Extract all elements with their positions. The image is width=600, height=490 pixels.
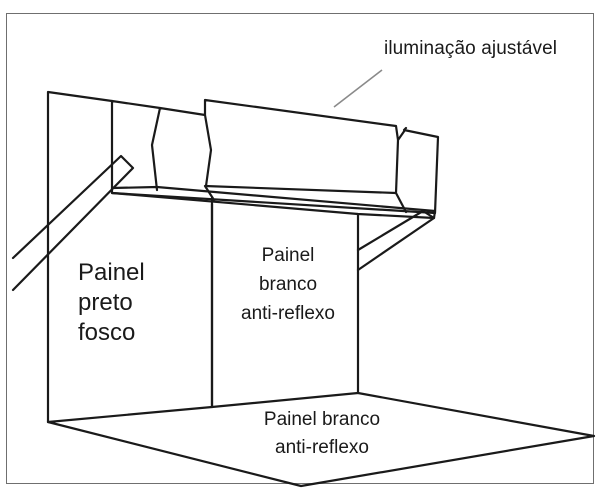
floor-panel-outline — [46, 391, 596, 488]
black-panel-label: Painel preto fosco — [78, 258, 145, 348]
figure-frame — [6, 13, 594, 484]
floor-panel-label: Painel branco anti-reflexo — [228, 406, 416, 462]
floor-panel-label-line-2: anti-reflexo — [275, 437, 369, 458]
black-panel-label-line-3: fosco — [78, 319, 136, 346]
adjustable-lighting-label: iluminação ajustável — [384, 38, 558, 59]
back-panel-label-line-2: branco — [258, 274, 318, 295]
light-fixture-housing — [110, 98, 440, 215]
light-fixture-base — [110, 185, 437, 220]
left-support-arm — [11, 154, 135, 292]
right-support-arm — [356, 209, 436, 272]
floor-panel-label-line-1: Painel branco — [263, 409, 381, 430]
black-panel-outline — [46, 90, 214, 424]
black-panel-label-line-2: preto — [78, 289, 133, 316]
black-panel-label-line-1: Painel — [78, 259, 145, 286]
callout-leader-line — [333, 69, 383, 108]
back-panel-label-line-3: anti-reflexo — [241, 303, 335, 324]
back-panel-label-line-1: Painel — [261, 245, 315, 266]
back-panel-outline — [210, 202, 360, 409]
back-panel-label: Painel branco anti-reflexo — [228, 241, 348, 328]
